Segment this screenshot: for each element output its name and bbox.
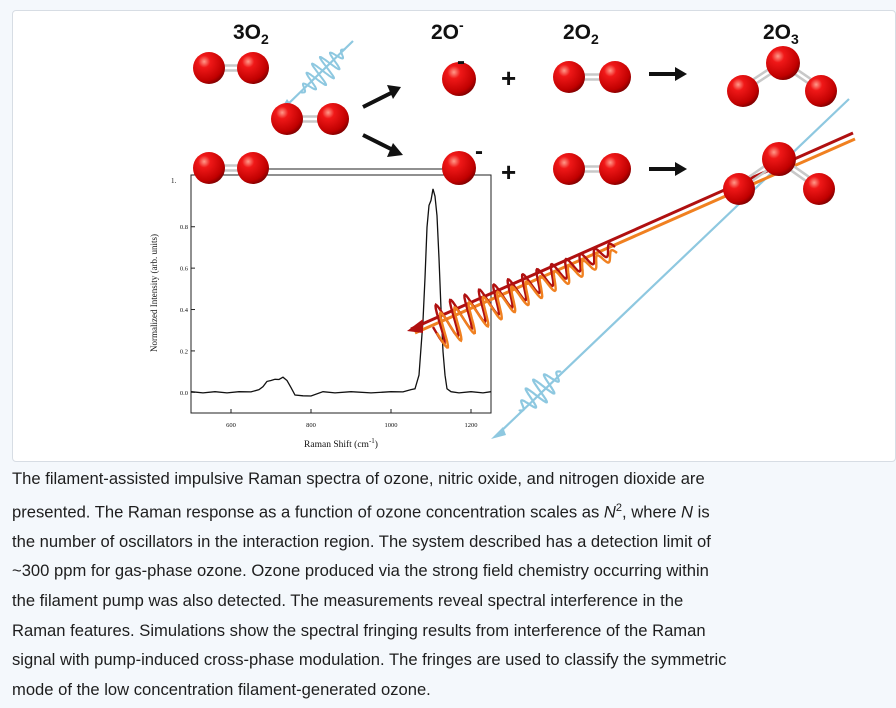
chart-plot-area (190, 174, 492, 414)
y-tick-label: 0.2 (180, 348, 188, 355)
y-tick-label: 0.8 (180, 224, 188, 231)
caption-line-2: presented. The Raman response as a funct… (12, 501, 710, 522)
y-tick-label: 0.4 (180, 307, 189, 314)
incident-wave-packet (300, 48, 346, 94)
product-o2-lower-atom (553, 153, 585, 185)
caption-line-4: ~300 ppm for gas-phase ozone. Ozone prod… (12, 561, 709, 581)
ozone-label: 2O3 (763, 21, 799, 47)
ozone-upper-atom (766, 46, 800, 80)
x-tick-label: 800 (306, 422, 316, 429)
lower-arrowhead-icon (387, 143, 403, 157)
lower-minus-sign: - (475, 138, 483, 165)
y-tick-label: 0.6 (180, 266, 189, 273)
caption-line-6: Raman features. Simulations show the spe… (12, 620, 706, 640)
reactant-label: 3O2 (233, 21, 269, 47)
reactant-o2-top-atom (237, 52, 269, 84)
ozone-lower-atom (803, 173, 835, 205)
raman-spectrum-chart: 0.0 0.2 0.4 0.6 0.8 600 800 1000 1200 1. Normal… (149, 174, 492, 450)
upper-arrowhead-icon (387, 85, 401, 99)
ozone-upper-atom (727, 75, 759, 107)
x-tick-label: 1000 (385, 422, 398, 429)
pump-arrowhead-icon (407, 319, 423, 333)
ozone-lower-atom (723, 173, 755, 205)
upper-product-arrowhead-icon (675, 67, 687, 81)
lower-product-arrowhead-icon (675, 162, 687, 176)
x-axis-ticks: 600 800 1000 1200 (226, 409, 478, 429)
reactant-o2-middle-atom (271, 103, 303, 135)
upper-minus-sign: - (457, 48, 465, 75)
probe-wave-packet (518, 370, 562, 412)
y-axis-top-label: 1. (171, 177, 177, 185)
reactant-o2-bottom-atom (193, 152, 225, 184)
reaction-figure: 0.0 0.2 0.4 0.6 0.8 600 800 1000 1200 1. Normal… (149, 17, 856, 450)
reactant-o2-bottom-atom (237, 152, 269, 184)
y-axis-label: Normalized Intensity (arb. units) (149, 234, 159, 352)
ozone-lower-atom (762, 142, 796, 176)
reactant-o2-top-atom (193, 52, 225, 84)
molecules-layer (193, 46, 837, 205)
lower-plus-sign: + (501, 157, 516, 187)
anion-upper-atom (442, 62, 476, 96)
anion-label: 2O- (431, 17, 464, 44)
x-tick-label: 600 (226, 422, 236, 429)
y-tick-label: 0.0 (180, 390, 188, 397)
oxygen-label: 2O2 (563, 21, 599, 47)
reactant-o2-middle-atom (317, 103, 349, 135)
caption-line-3: the number of oscillators in the interac… (12, 531, 711, 551)
probe-beam (279, 40, 850, 439)
x-axis-label: Raman Shift (cm-1) (304, 437, 378, 450)
x-tick-label: 1200 (465, 422, 478, 429)
figure-caption: The filament-assisted impulsive Raman sp… (12, 464, 884, 704)
lower-branch-arrow (362, 133, 396, 153)
upper-plus-sign: + (501, 63, 516, 93)
caption-line-5: the filament pump was also detected. The… (12, 590, 684, 610)
product-o2-lower-atom (599, 153, 631, 185)
product-o2-upper-atom (553, 61, 585, 93)
pump-wave-orange (435, 248, 618, 349)
anion-lower-atom (442, 151, 476, 185)
spectrum-line (190, 188, 492, 397)
probe-arrowhead-icon (491, 427, 506, 439)
product-o2-upper-atom (599, 61, 631, 93)
figure-panel: 0.0 0.2 0.4 0.6 0.8 600 800 1000 1200 1. Normal… (12, 10, 896, 462)
caption-line-8: mode of the low concentration filament-g… (12, 679, 431, 699)
species-labels: 3O2 2O- 2O2 2O3 - + - + (233, 17, 799, 187)
caption-line-7: signal with pump-induced cross-phase mod… (12, 650, 727, 670)
caption-line-1: The filament-assisted impulsive Raman sp… (12, 469, 705, 488)
reaction-arrows (265, 67, 687, 176)
ozone-upper-atom (805, 75, 837, 107)
upper-branch-arrow (362, 89, 396, 109)
